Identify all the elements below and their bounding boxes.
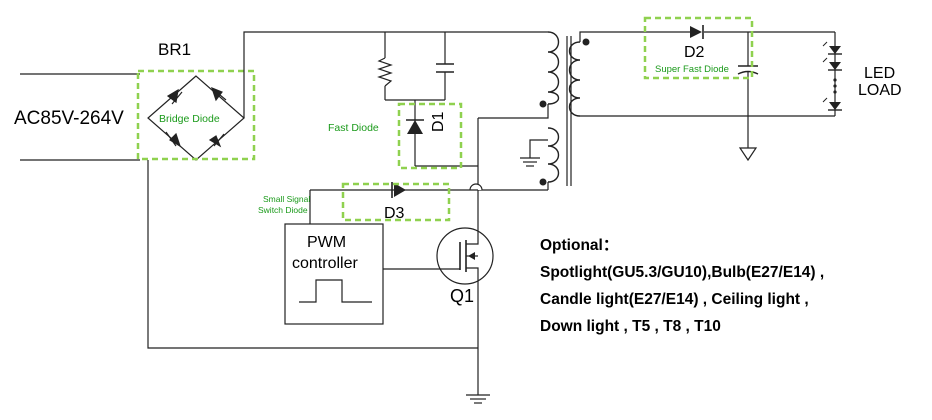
pwm-waveform	[299, 279, 372, 303]
d1-highlight	[397, 102, 463, 170]
main-wiring	[147, 31, 549, 395]
led-1-icon	[829, 46, 841, 54]
primary-winding	[547, 31, 560, 105]
snubber-resistor	[377, 57, 393, 87]
led-load-label-1: LED	[864, 65, 895, 82]
bridge-diode-highlight	[136, 69, 256, 161]
small-signal-label-2: Switch Diode	[258, 205, 308, 215]
led-2-icon	[829, 62, 841, 70]
led-load-label-2: LOAD	[858, 82, 902, 99]
bridge-diode-1	[166, 88, 179, 104]
led-3-icon	[829, 102, 841, 110]
optional-line-3: Down light , T5 , T8 , T10	[540, 318, 721, 335]
pwm-controller: PWM controller	[284, 223, 384, 325]
optional-applications: Optional： Spotlight(GU5.3/GU10),Bulb(E27…	[540, 232, 920, 340]
d2-highlight	[643, 16, 754, 80]
bridge-rectifier: Bridge Diode	[136, 69, 256, 161]
small-signal-label-1: Small Signal	[263, 194, 310, 204]
bridge-diode-label: Bridge Diode	[159, 113, 220, 125]
super-fast-diode-label: Super Fast Diode	[655, 64, 729, 75]
optional-line-2: Candle light(E27/E14) , Ceiling light ,	[540, 291, 809, 308]
pwm-label-2: controller	[292, 255, 358, 272]
d3-highlight	[341, 182, 451, 222]
optional-title: Optional：	[540, 237, 619, 254]
q1-label: Q1	[450, 286, 474, 306]
led-string	[822, 41, 842, 111]
auxiliary-winding	[547, 127, 560, 183]
br1-label: BR1	[158, 40, 191, 59]
pwm-label-1: PWM	[307, 234, 346, 251]
d1-fast-diode: D1	[397, 102, 463, 170]
d1-label: D1	[430, 111, 447, 132]
output-capacitor	[737, 65, 759, 75]
aux-ground-icon	[520, 157, 540, 167]
d2-super-fast-diode: D2 Super Fast Diode	[643, 16, 754, 80]
main-ground-icon	[466, 394, 490, 404]
wire-crossover	[469, 183, 483, 191]
ac-input-label: AC85V-264V	[14, 108, 124, 129]
q1-mosfet: Q1	[436, 227, 494, 306]
d3-signal-diode: D3	[341, 182, 478, 222]
ac-input-wires	[20, 73, 140, 161]
d2-label: D2	[684, 44, 705, 61]
primary-dot	[539, 100, 547, 108]
aux-dot	[539, 178, 547, 186]
fast-diode-label: Fast Diode	[328, 122, 379, 134]
bridge-diode-3	[169, 132, 182, 148]
secondary-dot	[582, 38, 590, 46]
output-ground-icon	[738, 147, 758, 162]
d3-label: D3	[384, 205, 405, 222]
snubber-capacitor	[436, 63, 454, 73]
optional-line-1: Spotlight(GU5.3/GU10),Bulb(E27/E14) ,	[540, 264, 825, 281]
secondary-wiring	[579, 31, 836, 148]
transformer	[539, 31, 590, 186]
